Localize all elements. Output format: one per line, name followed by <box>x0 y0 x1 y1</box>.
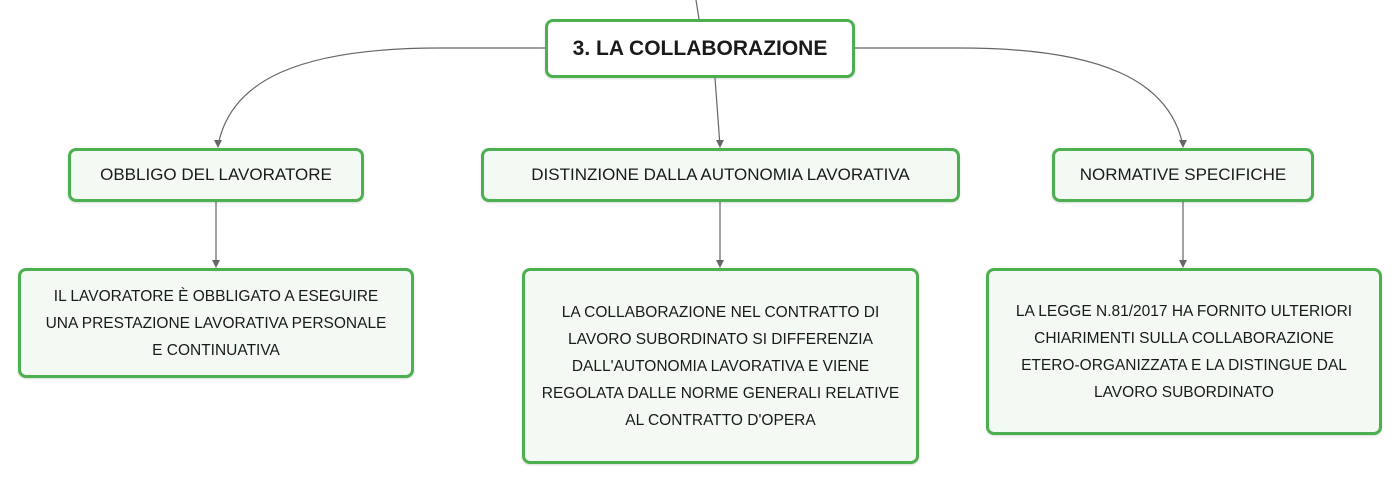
text-line: E CONTINUATIVA <box>152 341 280 359</box>
arrow-leaf-2 <box>716 260 724 268</box>
arrow-branch-2 <box>716 140 724 148</box>
text-line: LA COLLABORAZIONE NEL CONTRATTO DI <box>561 303 880 321</box>
connector-incoming <box>695 0 700 20</box>
topic-normative-specifiche[interactable]: NORMATIVE SPECIFICHE <box>1052 148 1314 202</box>
subtopic-text: LA LEGGE N.81/2017 HA FORNITO ULTERIORI … <box>1016 298 1352 406</box>
topic-obbligo-del-lavoratore[interactable]: OBBLIGO DEL LAVORATORE <box>68 148 364 202</box>
text-line: LA LEGGE N.81/2017 HA FORNITO ULTERIORI <box>1015 302 1353 320</box>
topic-distinzione-autonomia[interactable]: DISTINZIONE DALLA AUTONOMIA LAVORATIVA <box>481 148 960 202</box>
text-line: LAVORO SUBORDINATO <box>1093 383 1274 401</box>
text-line: LAVORO SUBORDINATO SI DIFFERENZIA <box>568 330 873 348</box>
subtopic-text: IL LAVORATORE È OBBLIGATO A ESEGUIRE UNA… <box>46 283 387 364</box>
text-line: REGOLATA DALLE NORME GENERALI RELATIVE <box>541 384 900 402</box>
arrow-branch-1 <box>214 140 222 148</box>
root-topic-label: 3. LA COLLABORAZIONE <box>572 36 828 60</box>
arrow-leaf-3 <box>1179 260 1187 268</box>
text-line: DALL'AUTONOMIA LAVORATIVA E VIENE <box>571 357 870 375</box>
subtopic-text: LA COLLABORAZIONE NEL CONTRATTO DI LAVOR… <box>542 299 899 434</box>
text-line: IL LAVORATORE È OBBLIGATO A ESEGUIRE <box>53 287 379 305</box>
connector-root-to-branch-3 <box>855 47 1184 147</box>
text-line: UNA PRESTAZIONE LAVORATIVA PERSONALE <box>45 314 387 332</box>
subtopic-obbligo-detail[interactable]: IL LAVORATORE È OBBLIGATO A ESEGUIRE UNA… <box>18 268 414 378</box>
connector-root-to-branch-1 <box>217 47 545 147</box>
subtopic-normative-detail[interactable]: LA LEGGE N.81/2017 HA FORNITO ULTERIORI … <box>986 268 1382 435</box>
arrow-branch-3 <box>1179 140 1187 148</box>
text-line: AL CONTRATTO D'OPERA <box>625 411 816 429</box>
root-topic[interactable]: 3. LA COLLABORAZIONE <box>545 19 855 78</box>
topic-label: NORMATIVE SPECIFICHE <box>1079 165 1287 184</box>
connector-root-to-branch-2 <box>714 77 721 147</box>
text-line: ETERO-ORGANIZZATA E LA DISTINGUE DAL <box>1021 356 1347 374</box>
topic-label: DISTINZIONE DALLA AUTONOMIA LAVORATIVA <box>531 165 910 184</box>
topic-label: OBBLIGO DEL LAVORATORE <box>100 165 332 184</box>
arrow-leaf-1 <box>212 260 220 268</box>
subtopic-distinzione-detail[interactable]: LA COLLABORAZIONE NEL CONTRATTO DI LAVOR… <box>522 268 919 464</box>
text-line: CHIARIMENTI SULLA COLLABORAZIONE <box>1034 329 1334 347</box>
